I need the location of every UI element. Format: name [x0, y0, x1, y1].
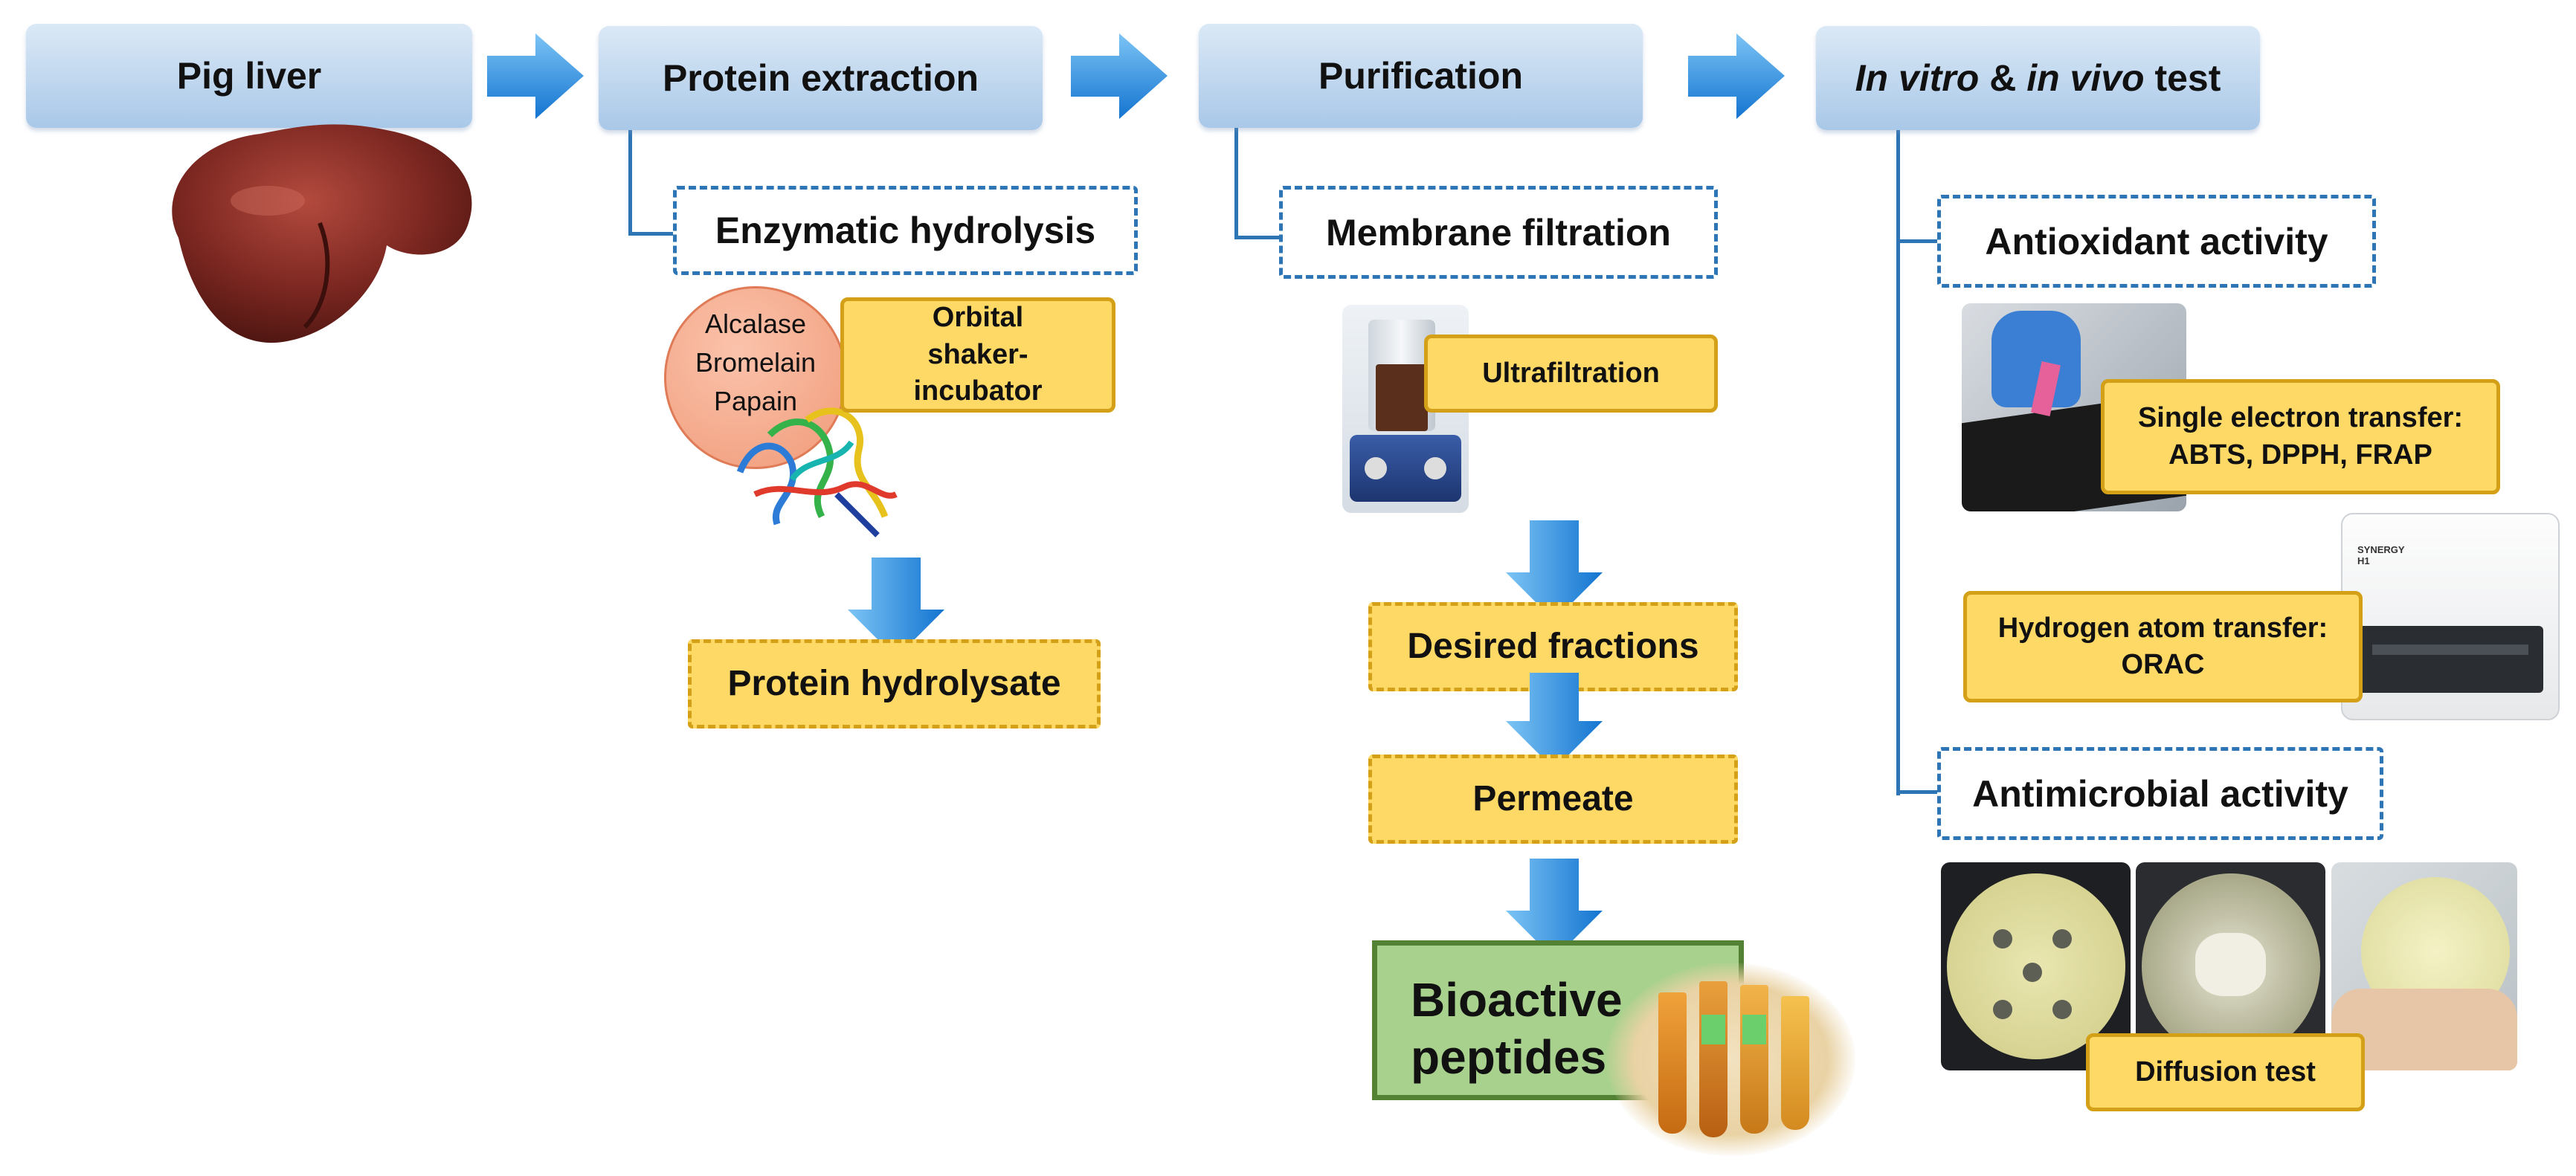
connector-testing-v	[1896, 126, 1900, 795]
bioactive-peptides-line2: peptides	[1411, 1030, 1607, 1084]
hydrogen-atom-transfer-label: Hydrogen atom transfer:	[1997, 612, 2328, 644]
down-arrow-icon	[1506, 673, 1603, 769]
right-arrow-icon	[1688, 33, 1785, 119]
step-purification: Purification	[1199, 24, 1643, 128]
membrane-filtration-box: Membrane filtration	[1279, 186, 1718, 279]
step-in-vitro-in-vivo-test: In vitro & in vivo test	[1816, 26, 2260, 130]
enzymatic-hydrolysis-box: Enzymatic hydrolysis	[673, 186, 1138, 275]
antioxidant-activity-label: Antioxidant activity	[1985, 220, 2328, 262]
connector-antioxidant-h	[1896, 239, 1937, 243]
down-arrow-icon	[1506, 520, 1603, 621]
connector-extraction-h	[628, 232, 673, 236]
protein-hydrolysate-box: Protein hydrolysate	[688, 639, 1101, 728]
orbital-shaker-incubator-label: Orbital shaker-incubator	[913, 302, 1043, 407]
desired-fractions-box: Desired fractions	[1368, 602, 1738, 691]
enzyme-alcalase: Alcalase	[704, 308, 807, 339]
right-arrow-icon	[487, 33, 584, 119]
step-test-label: In vitro & in vivo test	[1855, 57, 2221, 99]
single-electron-transfer-label: Single electron transfer:	[2137, 402, 2464, 434]
connector-antimicrobial-h	[1896, 790, 1937, 794]
single-electron-transfer-box: Single electron transfer: ABTS, DPPH, FR…	[2101, 379, 2500, 494]
enzymatic-hydrolysis-label: Enzymatic hydrolysis	[715, 210, 1096, 251]
peptide-tubes-image	[1606, 963, 1855, 1156]
step-protein-extraction-label: Protein extraction	[662, 57, 979, 99]
permeate-box: Permeate	[1368, 755, 1738, 844]
desired-fractions-label: Desired fractions	[1407, 626, 1699, 666]
step-purification-label: Purification	[1318, 55, 1524, 97]
ultrafiltration-label: Ultrafiltration	[1482, 357, 1660, 389]
step-protein-extraction: Protein extraction	[599, 26, 1043, 130]
antioxidant-activity-box: Antioxidant activity	[1937, 195, 2376, 288]
plate-reader-brand: SYNERGY H1	[2357, 544, 2405, 566]
diffusion-test-box: Diffusion test	[2086, 1033, 2365, 1111]
petri-dish-photo-1	[1941, 862, 2131, 1070]
enzyme-bromelain: Bromelain	[695, 346, 817, 378]
single-electron-transfer-assays: ABTS, DPPH, FRAP	[2168, 439, 2432, 471]
enzyme-papain: Papain	[713, 386, 798, 417]
antimicrobial-activity-box: Antimicrobial activity	[1937, 747, 2383, 840]
plate-reader-image: SYNERGY H1	[2341, 513, 2560, 720]
down-arrow-icon	[848, 558, 944, 658]
ultrafiltration-box: Ultrafiltration	[1424, 335, 1718, 413]
connector-extraction-v	[628, 123, 632, 234]
connector-purification-h	[1234, 236, 1279, 239]
permeate-label: Permeate	[1472, 778, 1634, 818]
membrane-filtration-label: Membrane filtration	[1326, 211, 1671, 253]
hydrogen-atom-transfer-box: Hydrogen atom transfer: ORAC	[1963, 591, 2363, 702]
step-pig-liver: Pig liver	[26, 24, 472, 128]
right-arrow-icon	[1071, 33, 1168, 119]
protein-structure-image	[736, 407, 898, 537]
pig-liver-image	[172, 124, 472, 343]
antimicrobial-activity-label: Antimicrobial activity	[1972, 772, 2348, 815]
orbital-shaker-incubator-box: Orbital shaker-incubator	[840, 297, 1115, 413]
step-pig-liver-label: Pig liver	[176, 55, 322, 97]
down-arrow-icon	[1506, 859, 1603, 959]
protein-hydrolysate-label: Protein hydrolysate	[727, 663, 1061, 703]
diffusion-test-label: Diffusion test	[2135, 1056, 2316, 1088]
bioactive-peptides-line1: Bioactive	[1411, 973, 1623, 1027]
enzymes-ellipse: Alcalase Bromelain Papain	[664, 286, 847, 469]
hydrogen-atom-transfer-assay: ORAC	[2121, 649, 2205, 680]
connector-purification-v	[1234, 123, 1238, 238]
